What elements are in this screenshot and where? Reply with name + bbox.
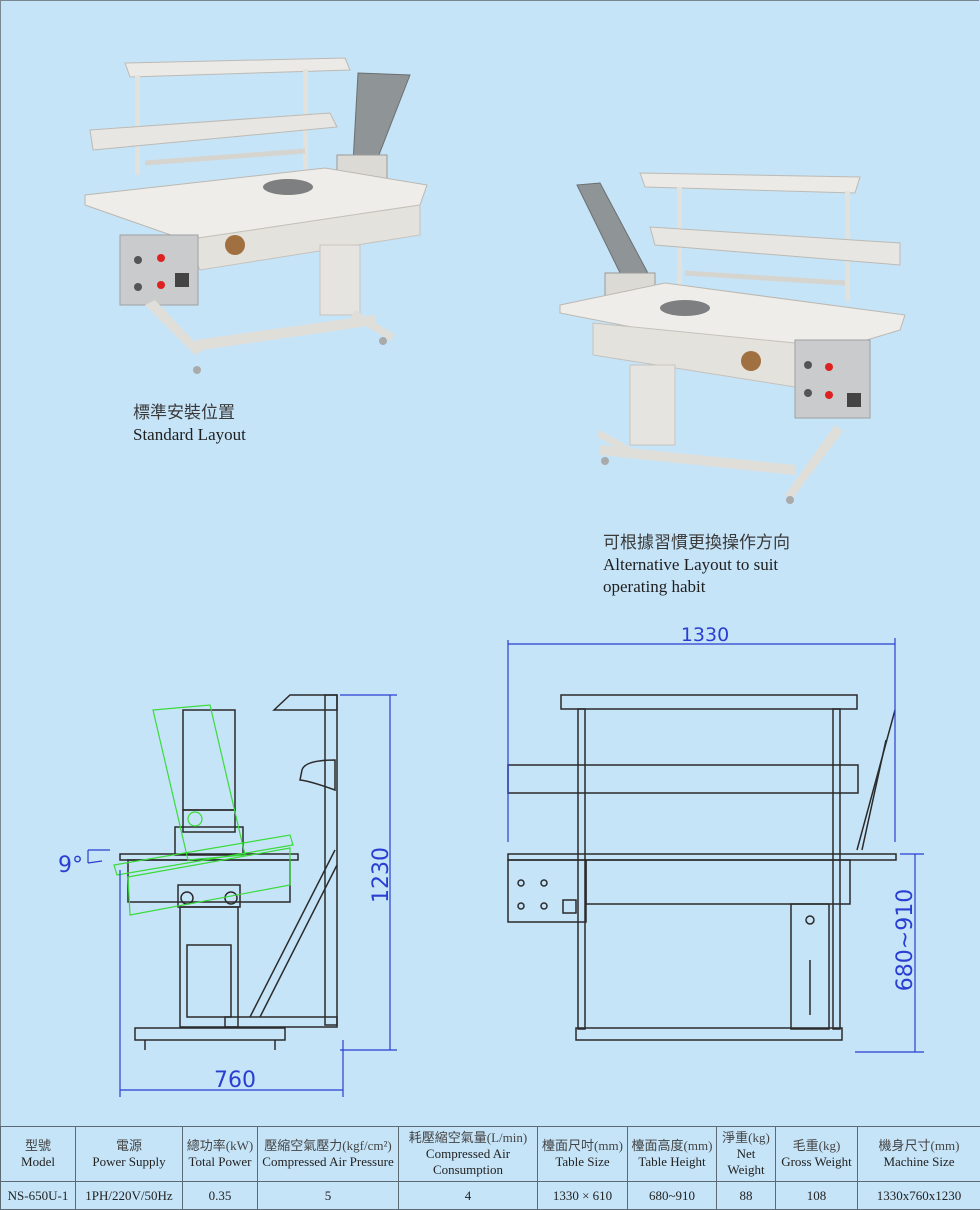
side-depth-label: 760 <box>214 1068 256 1093</box>
cell-model: NS-650U-1 <box>0 1181 76 1210</box>
header-gross-weight: 毛重(kg)Gross Weight <box>775 1126 858 1182</box>
alternative-layout-caption-zh: 可根據習慣更換操作方向 <box>603 533 790 552</box>
front-width-label: 1330 <box>681 624 729 646</box>
standard-layout-caption-zh: 標準安裝位置 <box>133 403 235 422</box>
header-table-height: 檯面高度(mm)Table Height <box>627 1126 717 1182</box>
cell-table-size: 1330 × 610 <box>537 1181 628 1210</box>
cell-net-weight: 88 <box>716 1181 776 1210</box>
header-table-size: 檯面尺吋(mm)Table Size <box>537 1126 628 1182</box>
side-height-label: 1230 <box>369 847 394 903</box>
header-net-weight: 淨重(kg)Net Weight <box>716 1126 776 1182</box>
cell-air-pressure: 5 <box>257 1181 399 1210</box>
standard-layout-photo <box>84 57 428 374</box>
header-machine-size: 機身尺寸(mm)Machine Size <box>857 1126 980 1182</box>
alternative-layout-caption-en-1: Alternative Layout to suit <box>603 555 779 574</box>
standard-layout-caption-en: Standard Layout <box>133 425 246 444</box>
cell-total-power: 0.35 <box>182 1181 258 1210</box>
cell-power-supply: 1PH/220V/50Hz <box>75 1181 183 1210</box>
standard-layout-caption: 標準安裝位置 Standard Layout <box>133 402 246 446</box>
alternative-layout-caption: 可根據習慣更換操作方向 Alternative Layout to suit o… <box>603 532 790 598</box>
side-angle-label: 9° <box>58 853 83 878</box>
side-view-drawing: 9° 1230 760 <box>58 694 397 1097</box>
alternative-layout-caption-en-2: operating habit <box>603 577 706 596</box>
cell-table-height: 680~910 <box>627 1181 717 1210</box>
cell-machine-size: 1330x760x1230 <box>857 1181 980 1210</box>
cell-air-consumption: 4 <box>398 1181 538 1210</box>
header-air-pressure: 壓縮空氣壓力(kgf/cm²)Compressed Air Pressure <box>257 1126 399 1182</box>
table-row: NS-650U-1 1PH/220V/50Hz 0.35 5 4 1330 × … <box>0 1181 980 1210</box>
header-total-power: 總功率(kW)Total Power <box>182 1126 258 1182</box>
cell-gross-weight: 108 <box>775 1181 858 1210</box>
header-air-consumption: 耗壓縮空氣量(L/min)Compressed Air Consumption <box>398 1126 538 1182</box>
front-view-drawing: 1330 680~910 <box>507 624 924 1053</box>
alternative-layout-photo <box>559 172 906 504</box>
front-table-height-label: 680~910 <box>893 889 918 991</box>
